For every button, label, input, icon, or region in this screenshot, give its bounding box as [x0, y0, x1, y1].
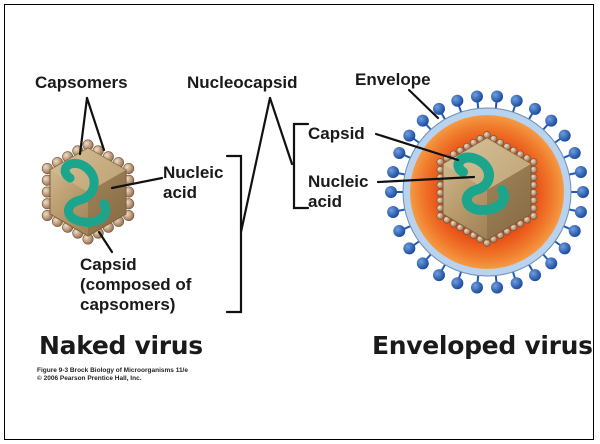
capsomer-bead — [484, 132, 491, 139]
spike-knob — [471, 91, 483, 103]
spike-knob — [451, 95, 463, 107]
spike-knob — [403, 242, 415, 254]
spike-knob — [491, 91, 503, 103]
spike-knob — [451, 277, 463, 289]
enveloped-virus-title: Enveloped virus — [372, 333, 593, 359]
spike-knob — [491, 281, 503, 293]
spike-knob — [393, 225, 405, 237]
enveloped-nucleic-acid-label-line2: acid — [308, 193, 342, 211]
naked-nucleic-acid-label-line2: acid — [163, 184, 197, 202]
spike-knob — [577, 186, 589, 198]
spike-knob — [385, 186, 397, 198]
spike-knob — [393, 147, 405, 159]
naked-nucleic-acid-label-line1: Nucleic — [163, 164, 223, 182]
spike-knob — [569, 225, 581, 237]
enveloped-virus — [385, 91, 589, 294]
figure-credit: Figure 9-3 Brock Biology of Microorganis… — [37, 367, 188, 383]
capsomers-label: Capsomers — [35, 74, 128, 92]
spike-knob — [433, 269, 445, 281]
envelope-label: Envelope — [355, 71, 431, 89]
spike-knob — [511, 277, 523, 289]
nucleocapsid-label: Nucleocapsid — [187, 74, 298, 92]
spike-knob — [559, 130, 571, 142]
spike-knob — [417, 115, 429, 127]
naked-virus-title: Naked virus — [39, 333, 203, 359]
spike-knob — [575, 166, 587, 178]
spike-knob — [471, 281, 483, 293]
enveloped-nucleic-acid-label-line1: Nucleic — [308, 173, 368, 191]
spike-knob — [569, 147, 581, 159]
spike-knob — [575, 206, 587, 218]
spike-knob — [559, 242, 571, 254]
spike-knob — [433, 103, 445, 115]
capsid-composed-label-line2: (composed of — [80, 276, 191, 294]
capsid-composed-label-line1: Capsid — [80, 256, 137, 274]
spike-knob — [403, 130, 415, 142]
figure-credit-line1: Figure 9-3 Brock Biology of Microorganis… — [37, 367, 188, 375]
naked-virus — [42, 140, 134, 244]
capsid-composed-label-line3: capsomers) — [80, 296, 175, 314]
spike-knob — [417, 257, 429, 269]
enveloped-capsid-label: Capsid — [308, 125, 365, 143]
spike-knob — [511, 95, 523, 107]
figure-credit-line2: © 2006 Pearson Prentice Hall, Inc. — [37, 375, 188, 383]
spike-knob — [529, 269, 541, 281]
capsomer-bead — [484, 240, 491, 247]
spike-knob — [545, 257, 557, 269]
spike-knob — [387, 206, 399, 218]
spike-knob — [529, 103, 541, 115]
spike-knob — [545, 115, 557, 127]
spike-knob — [387, 166, 399, 178]
